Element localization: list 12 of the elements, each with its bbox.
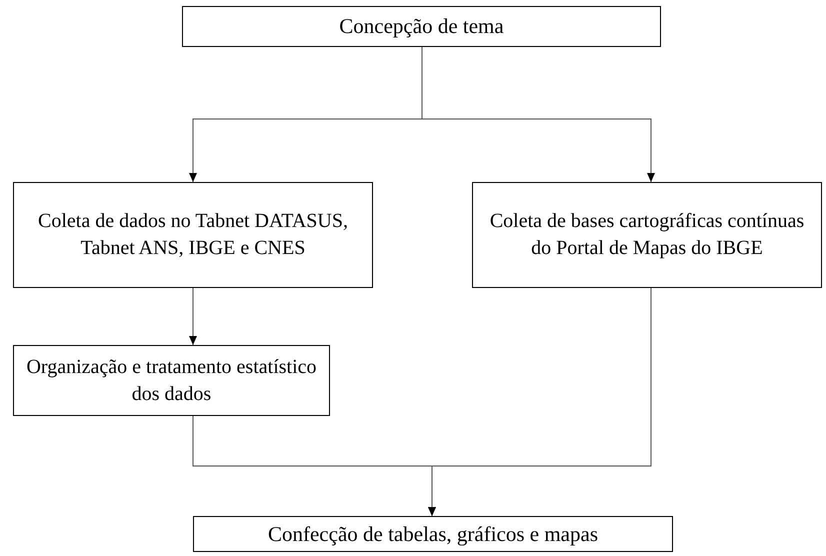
- box-text: Concepção de tema: [339, 13, 504, 40]
- box-text: Confecção de tabelas, gráficos e mapas: [268, 520, 598, 548]
- arrow: [428, 288, 652, 516]
- arrow: [189, 288, 197, 346]
- process-box: [193, 516, 673, 552]
- box-text: Organização e tratamento estatístico dos dados: [25, 354, 318, 406]
- box-text: Coleta de bases cartográficas contínuas do Portal de Mapas do IBGE: [488, 209, 806, 261]
- process-box: [13, 182, 373, 288]
- process-box: [182, 6, 661, 47]
- box-text: Coleta de dados no Tabnet DATASUS, Tabnet ANS, IBGE e CNES: [37, 209, 349, 261]
- process-box: [13, 345, 330, 416]
- process-box: [472, 182, 822, 288]
